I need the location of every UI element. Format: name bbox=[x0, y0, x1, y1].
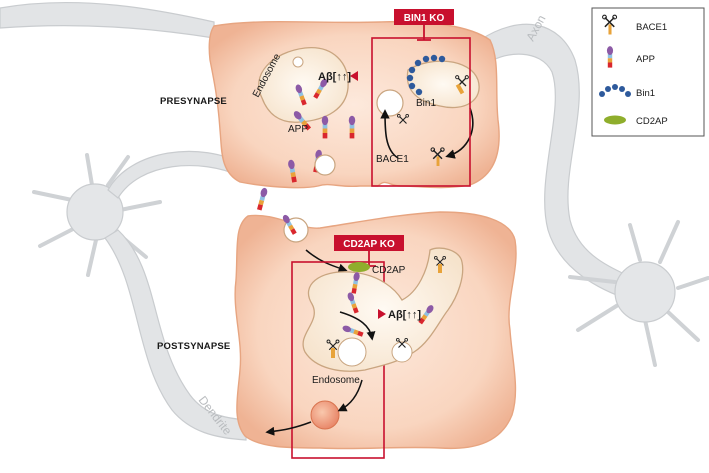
cd2ap-molecule-post bbox=[348, 262, 370, 272]
endosome-to-lysosome-arrow bbox=[337, 379, 363, 412]
cd2ap-ko-label: CD2AP KO bbox=[343, 239, 395, 250]
dendrite-path bbox=[104, 229, 247, 441]
pit-to-cd2ap-arrow bbox=[305, 249, 348, 273]
abeta-label-pre: Aβ[↑↑] bbox=[318, 71, 351, 83]
endocytic-pit-1 bbox=[314, 154, 336, 176]
lysosome bbox=[310, 400, 340, 430]
bin1-label-pre: Bin1 bbox=[416, 98, 436, 109]
legend-label-bace1: BACE1 bbox=[636, 22, 667, 33]
legend-label-bin1: Bin1 bbox=[636, 88, 655, 99]
bin1-ko-badge bbox=[394, 9, 454, 25]
cd2ap-label-post: CD2AP bbox=[372, 265, 406, 276]
endocytic-pit-2 bbox=[376, 89, 404, 117]
abeta-pointer-pre bbox=[350, 71, 358, 81]
bin1-ko-region-box bbox=[371, 37, 471, 187]
presynapse-endosome bbox=[258, 47, 349, 123]
abeta-label-post: Aβ[↑↑] bbox=[388, 309, 421, 321]
postsynapse-endosome bbox=[302, 247, 464, 372]
abeta-pointer-post bbox=[378, 309, 386, 319]
cd2ap-ko-badge bbox=[334, 235, 404, 251]
bace1-label-pre: BACE1 bbox=[376, 154, 409, 165]
app-label-pre: APP bbox=[288, 124, 308, 135]
app-legend-icon bbox=[606, 46, 614, 68]
bin1-chain bbox=[406, 54, 446, 96]
bin1-ko-inhibit bbox=[417, 25, 431, 41]
bin1-legend-icon bbox=[599, 84, 631, 97]
soma-left bbox=[32, 153, 162, 277]
bin1-ko-label: BIN1 KO bbox=[404, 13, 445, 24]
cd2ap-legend-icon bbox=[604, 115, 626, 125]
axon-top bbox=[0, 1, 215, 39]
postsynapse-label: POSTSYNAPSE bbox=[157, 341, 230, 352]
presynapse-label: PRESYNAPSE bbox=[160, 96, 227, 107]
bin1-recycling-vesicle bbox=[406, 54, 480, 109]
legend: BACE1 APP Bin1 CD2AP bbox=[591, 7, 705, 137]
neuron-background bbox=[0, 1, 709, 441]
legend-label-app: APP bbox=[636, 54, 655, 65]
endosome-label-post: Endosome bbox=[312, 375, 360, 386]
endosome-sorting-arrow bbox=[339, 311, 376, 341]
lysosome-exit-arrow bbox=[265, 421, 312, 436]
legend-label-cd2ap: CD2AP bbox=[636, 116, 668, 127]
bace1-to-endosome-arrow bbox=[380, 109, 399, 159]
soma-right bbox=[568, 220, 709, 367]
